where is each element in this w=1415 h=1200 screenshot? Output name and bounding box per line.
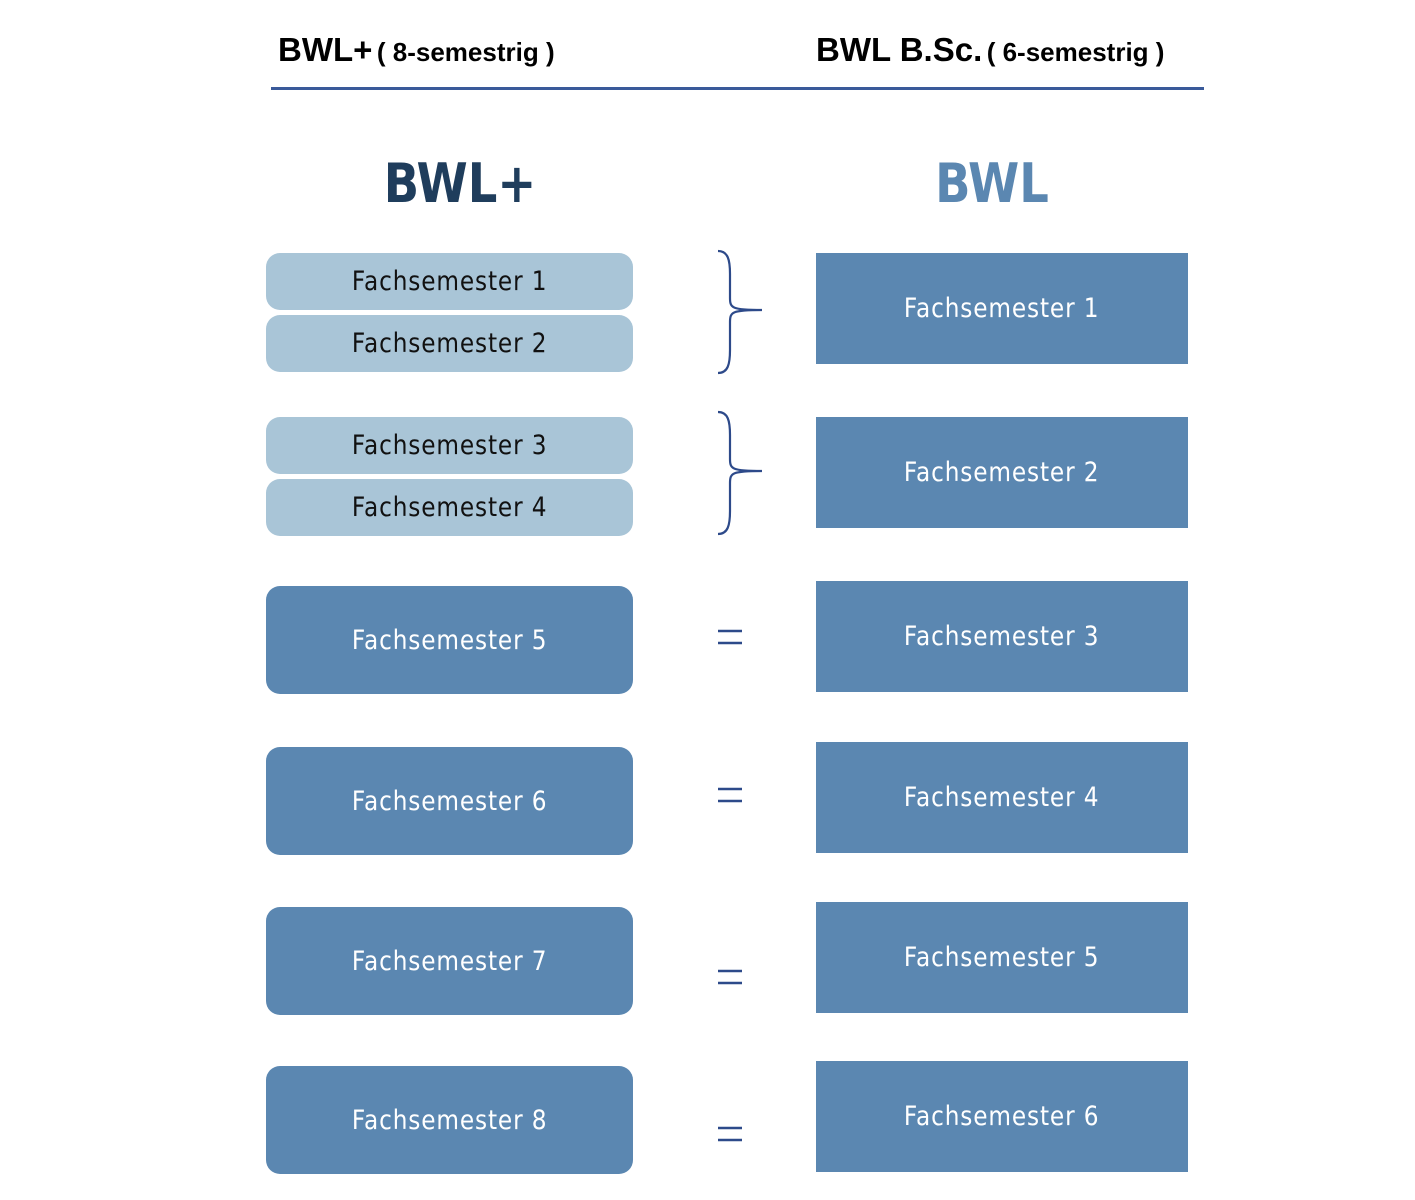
left-column-title: BWL+ <box>383 152 537 215</box>
right-semester-box: Fachsemester 2 <box>816 417 1188 528</box>
left-semester-label: Fachsemester 1 <box>351 266 548 297</box>
right-semester-box: Fachsemester 1 <box>816 253 1188 364</box>
header-right-subtitle: ( 6-semestrig ) <box>986 37 1165 67</box>
left-semester-box: Fachsemester 3 <box>266 417 633 474</box>
right-semester-label: Fachsemester 6 <box>904 1101 1100 1132</box>
left-semester-label: Fachsemester 2 <box>351 328 548 359</box>
right-semester-label: Fachsemester 2 <box>904 457 1100 488</box>
left-semester-box: Fachsemester 8 <box>266 1066 633 1174</box>
header-left-title: BWL+ <box>278 31 373 68</box>
equals-icon <box>718 787 742 803</box>
left-semester-label: Fachsemester 4 <box>351 492 548 523</box>
right-semester-box: Fachsemester 3 <box>816 581 1188 692</box>
left-semester-label: Fachsemester 7 <box>351 945 548 977</box>
header-divider <box>271 87 1204 90</box>
header-left: BWL+ ( 8-semestrig ) <box>278 31 555 69</box>
left-semester-box: Fachsemester 2 <box>266 315 633 372</box>
header-left-subtitle: ( 8-semestrig ) <box>376 37 555 67</box>
right-semester-label: Fachsemester 4 <box>904 782 1100 813</box>
left-semester-label: Fachsemester 6 <box>351 785 548 817</box>
right-semester-label: Fachsemester 3 <box>904 621 1100 652</box>
left-semester-box: Fachsemester 7 <box>266 907 633 1015</box>
equals-icon <box>718 969 742 985</box>
header-right-title: BWL B.Sc. <box>816 31 983 68</box>
right-semester-box: Fachsemester 5 <box>816 902 1188 1013</box>
right-semester-box: Fachsemester 4 <box>816 742 1188 853</box>
left-semester-label: Fachsemester 5 <box>351 624 548 656</box>
left-semester-box: Fachsemester 5 <box>266 586 633 694</box>
header-right: BWL B.Sc. ( 6-semestrig ) <box>816 31 1164 69</box>
left-semester-box: Fachsemester 4 <box>266 479 633 536</box>
equals-icon <box>718 629 742 645</box>
right-semester-label: Fachsemester 1 <box>904 293 1100 324</box>
right-semester-label: Fachsemester 5 <box>904 942 1100 973</box>
left-semester-box: Fachsemester 1 <box>266 253 633 310</box>
left-semester-label: Fachsemester 3 <box>351 430 548 461</box>
left-semester-label: Fachsemester 8 <box>351 1104 548 1136</box>
curly-brace-icon <box>717 410 763 536</box>
equals-icon <box>718 1126 742 1142</box>
left-semester-box: Fachsemester 6 <box>266 747 633 855</box>
curly-brace-icon <box>717 249 763 375</box>
right-column-title: BWL <box>935 152 1049 215</box>
right-semester-box: Fachsemester 6 <box>816 1061 1188 1172</box>
